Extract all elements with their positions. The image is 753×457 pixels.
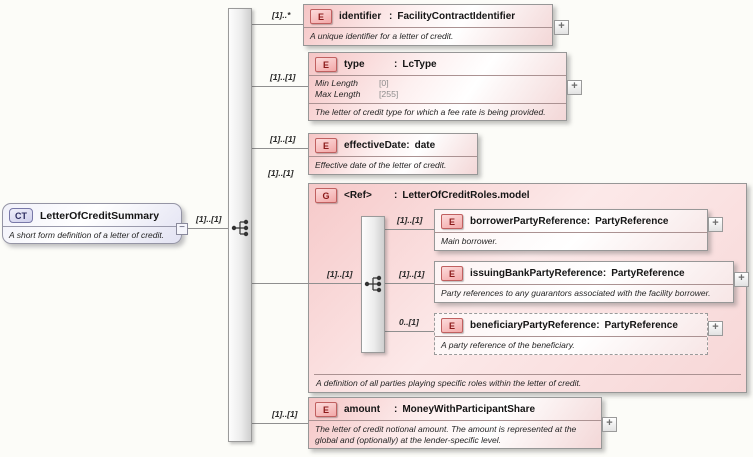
cardinality-label: [1]..[1] bbox=[397, 215, 423, 225]
element-name: identifier bbox=[339, 11, 382, 22]
element-type: FacilityContractIdentifier bbox=[397, 11, 516, 22]
connector-line bbox=[251, 423, 308, 424]
element-box-beneficiarypartyreference[interactable]: E beneficiaryPartyReference : PartyRefer… bbox=[434, 313, 708, 355]
connector-line bbox=[385, 229, 434, 230]
element-description: Effective date of the letter of credit. bbox=[309, 156, 477, 174]
expand-button[interactable]: + bbox=[554, 20, 569, 35]
connector-line bbox=[251, 24, 303, 25]
expand-button[interactable]: + bbox=[567, 80, 582, 95]
element-icon: E bbox=[315, 57, 337, 72]
type-separator: : bbox=[394, 190, 398, 201]
element-name: effectiveDate bbox=[344, 140, 407, 151]
element-icon: E bbox=[315, 402, 337, 417]
cardinality-label: [1]..[1] bbox=[270, 134, 296, 144]
expand-button[interactable]: + bbox=[708, 321, 723, 336]
cardinality-label: [1]..[1] bbox=[196, 214, 222, 224]
cardinality-label: [1]..[1] bbox=[399, 269, 425, 279]
type-separator: : bbox=[586, 216, 591, 227]
element-title-row: E beneficiaryPartyReference : PartyRefer… bbox=[435, 314, 707, 336]
element-icon: E bbox=[441, 318, 463, 333]
element-name: amount bbox=[344, 404, 381, 415]
group-icon: G bbox=[315, 188, 337, 203]
facet-list: Min Length [0] Max Length [255] bbox=[309, 75, 566, 103]
complex-type-box-letterofcreditsummary[interactable]: CT LetterOfCreditSummary A short form de… bbox=[2, 203, 182, 244]
facet-row: Max Length [255] bbox=[315, 89, 560, 100]
element-description: Main borrower. bbox=[435, 232, 707, 250]
element-type: date bbox=[414, 140, 436, 151]
element-type: PartyReference bbox=[611, 268, 685, 279]
cardinality-label: [1]..[1] bbox=[268, 168, 294, 178]
element-icon: E bbox=[315, 138, 337, 153]
element-description: The letter of credit type for which a fe… bbox=[309, 102, 566, 121]
element-title-row: E identifier : FacilityContractIdentifie… bbox=[304, 5, 552, 27]
cardinality-label: [1]..* bbox=[272, 10, 291, 20]
element-description: Party references to any guarantors assoc… bbox=[435, 284, 733, 302]
collapse-button[interactable]: − bbox=[176, 223, 188, 235]
element-title-row: E effectiveDate : date bbox=[309, 134, 477, 156]
element-type: LcType bbox=[402, 59, 437, 70]
element-name: borrowerPartyReference bbox=[470, 216, 587, 227]
facet-name: Max Length bbox=[315, 89, 361, 100]
cardinality-label: [1]..[1] bbox=[270, 72, 296, 82]
cardinality-label: [1]..[1] bbox=[272, 409, 298, 419]
element-box-amount[interactable]: E amount : MoneyWithParticipantShare The… bbox=[308, 397, 602, 450]
connector-line bbox=[385, 283, 434, 284]
element-type: PartyReference bbox=[595, 216, 669, 227]
group-type: LetterOfCreditRoles.model bbox=[402, 190, 530, 201]
complex-type-name: LetterOfCreditSummary bbox=[40, 209, 160, 222]
group-description: A definition of all parties playing spec… bbox=[314, 374, 741, 389]
element-description: The letter of credit notional amount. Th… bbox=[309, 420, 601, 448]
sequence-icon bbox=[363, 273, 385, 295]
complex-type-icon: CT bbox=[9, 208, 33, 223]
element-title-row: E issuingBankPartyReference : PartyRefer… bbox=[435, 262, 733, 284]
element-box-identifier[interactable]: E identifier : FacilityContractIdentifie… bbox=[303, 4, 553, 46]
group-name: <Ref> bbox=[344, 190, 372, 201]
type-separator: : bbox=[394, 404, 398, 415]
connector-line bbox=[187, 228, 228, 229]
element-box-type[interactable]: E type : LcType Min Length [0] Max Lengt… bbox=[308, 52, 567, 122]
type-separator: : bbox=[389, 11, 393, 22]
element-description: A unique identifier for a letter of cred… bbox=[304, 27, 552, 45]
element-icon: E bbox=[441, 214, 463, 229]
connector-line bbox=[251, 86, 308, 87]
facet-value: [255] bbox=[379, 89, 399, 100]
element-name: beneficiaryPartyReference bbox=[470, 320, 597, 331]
group-title-row: G <Ref> : LetterOfCreditRoles.model bbox=[309, 184, 746, 206]
element-description: A party reference of the beneficiary. bbox=[435, 336, 707, 354]
facet-row: Min Length [0] bbox=[315, 78, 560, 89]
element-type: PartyReference bbox=[604, 320, 678, 331]
cardinality-label: 0..[1] bbox=[399, 317, 419, 327]
element-name: type bbox=[344, 59, 365, 70]
element-type: MoneyWithParticipantShare bbox=[402, 404, 536, 415]
facet-name: Min Length bbox=[315, 78, 358, 88]
expand-button[interactable]: + bbox=[734, 272, 749, 287]
connector-line bbox=[251, 283, 362, 284]
type-separator: : bbox=[602, 268, 607, 279]
sequence-icon bbox=[230, 217, 252, 239]
complex-type-description: A short form definition of a letter of c… bbox=[3, 226, 181, 243]
connector-line bbox=[385, 331, 434, 332]
element-name: issuingBankPartyReference bbox=[470, 268, 603, 279]
facet-value: [0] bbox=[379, 78, 389, 88]
type-separator: : bbox=[394, 59, 398, 70]
expand-button[interactable]: + bbox=[602, 417, 617, 432]
complex-type-title-row: CT LetterOfCreditSummary bbox=[3, 204, 181, 226]
group-box-letterofcreditroles[interactable]: G <Ref> : LetterOfCreditRoles.model [1].… bbox=[308, 183, 749, 393]
element-icon: E bbox=[310, 9, 332, 24]
element-icon: E bbox=[441, 266, 463, 281]
type-separator: : bbox=[406, 140, 410, 151]
type-separator: : bbox=[596, 320, 600, 331]
element-box-issuingbankpartyreference[interactable]: E issuingBankPartyReference : PartyRefer… bbox=[434, 261, 734, 303]
element-title-row: E borrowerPartyReference : PartyReferenc… bbox=[435, 210, 707, 232]
expand-button[interactable]: + bbox=[708, 217, 723, 232]
cardinality-label: [1]..[1] bbox=[327, 269, 353, 279]
connector-line bbox=[251, 148, 308, 149]
element-title-row: E type : LcType bbox=[309, 53, 566, 75]
element-title-row: E amount : MoneyWithParticipantShare bbox=[309, 398, 601, 420]
element-box-effectivedate[interactable]: E effectiveDate : date Effective date of… bbox=[308, 133, 478, 175]
element-box-borrowerpartyreference[interactable]: E borrowerPartyReference : PartyReferenc… bbox=[434, 209, 708, 251]
